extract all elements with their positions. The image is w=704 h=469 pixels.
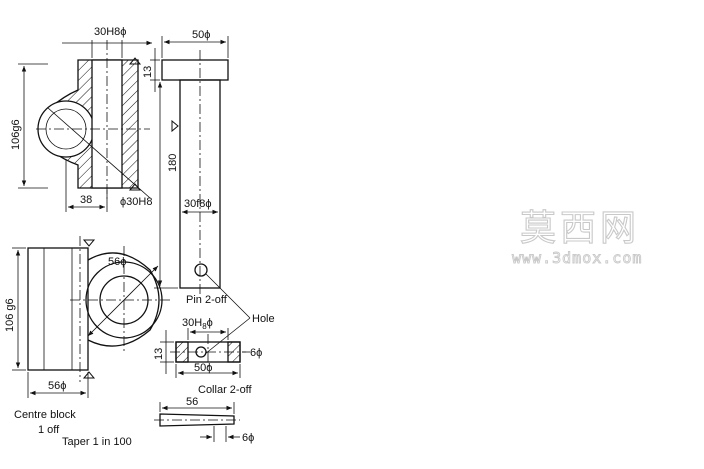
collar-dim-hole: 6ϕ xyxy=(250,347,262,359)
centre-block-dim-bottom: 38 xyxy=(80,194,92,206)
pin-head xyxy=(161,59,229,81)
collar-dim-od: 50ϕ xyxy=(194,362,212,374)
centre-block-dim-bottom-lower: 56ϕ xyxy=(48,380,66,392)
taper-pin-dim-dia: 6ϕ xyxy=(242,432,254,444)
watermark: 莫西网 www.3dmox.com xyxy=(512,207,642,267)
pin-dim-length: 180 xyxy=(167,154,179,172)
pin-dim-head-h: 13 xyxy=(142,66,154,78)
collar-view: 30H8ϕ 13 6ϕ 50ϕ Collar 2-off xyxy=(153,317,262,396)
collar-dim-h: 13 xyxy=(153,348,165,360)
collar-caption: Collar 2-off xyxy=(198,384,253,396)
taper-pin-body xyxy=(159,413,235,427)
centre-block-note: Taper 1 in 100 xyxy=(62,436,132,448)
pin-caption: Pin 2-off xyxy=(186,294,228,306)
watermark-url: www.3dmox.com xyxy=(512,249,642,267)
centre-block-dim-left-lower: 106 g6 xyxy=(4,298,16,332)
centre-block-dim-radius: 56ϕ xyxy=(108,256,126,268)
centre-block-dim-top: 30H8ϕ xyxy=(94,26,126,38)
centre-block-section-view: 30H8ϕ 106g6 38 ϕ30H8 xyxy=(10,26,152,212)
watermark-chinese: 莫西网 xyxy=(520,208,640,249)
centre-block-dim-bore: ϕ30H8 xyxy=(120,196,152,208)
centre-block-qty: 1 off xyxy=(38,424,60,436)
pin-hole xyxy=(194,263,208,277)
centre-block-boss xyxy=(87,252,160,347)
collar-dim-bore: 30H8ϕ xyxy=(182,317,213,331)
pin-dim-shaft: 30f8ϕ xyxy=(184,198,212,210)
pin-dim-head: 50ϕ xyxy=(192,29,210,41)
centre-block-dim-left: 106g6 xyxy=(10,119,22,150)
taper-pin-view: 56 6ϕ xyxy=(154,396,254,444)
taper-pin-dim-length: 56 xyxy=(186,396,198,408)
pin-view: 50ϕ 13 180 30f8ϕ Pin 2-off Hole xyxy=(142,29,275,355)
centre-block-caption: Centre block xyxy=(14,409,76,421)
pin-hole-label: Hole xyxy=(252,313,275,325)
centre-block-elevation-view: 56ϕ 106 g6 56ϕ Centre block 1 off Taper … xyxy=(4,236,172,448)
centre-block-rect xyxy=(27,247,89,371)
